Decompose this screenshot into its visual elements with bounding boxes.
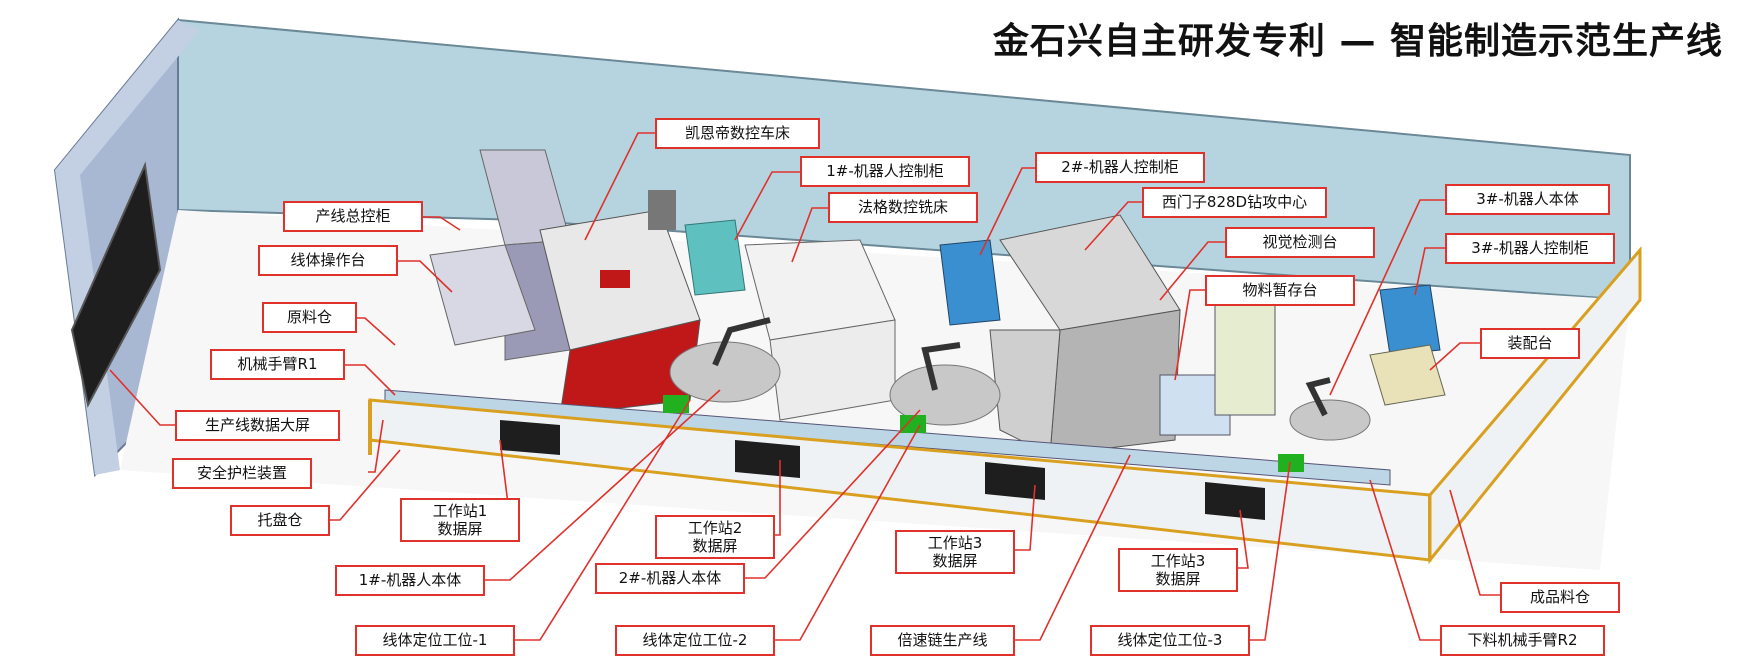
- robot1-cabinet: [684, 219, 746, 296]
- label-ws3b-screen: 工作站3 数据屏: [1118, 548, 1238, 592]
- label-robot1-cabinet: 1#-机器人控制柜: [800, 156, 970, 187]
- label-pallet-bin: 托盘仓: [230, 505, 330, 536]
- label-unload-arm-r2: 下料机械手臂R2: [1440, 625, 1605, 656]
- label-ws3b-screen-line2: 数据屏: [1155, 570, 1201, 588]
- assembly-table: [1369, 344, 1446, 406]
- page-title: 金石兴自主研发专利 — 智能制造示范生产线: [992, 21, 1723, 62]
- label-ws2-screen-line2: 数据屏: [692, 537, 738, 555]
- label-safety-fence: 安全护栏装置: [172, 458, 312, 489]
- label-kaien-lathe: 凯恩帝数控车床: [655, 118, 820, 149]
- label-ws1-screen: 工作站1 数据屏: [400, 498, 520, 542]
- robot2-arm: [921, 342, 961, 391]
- label-robot2-cabinet: 2#-机器人控制柜: [1035, 152, 1205, 183]
- label-robot3-body: 3#-机器人本体: [1445, 184, 1610, 215]
- label-ws2-screen-line1: 工作站2: [687, 519, 743, 537]
- label-ws3a-screen-line1: 工作站3: [927, 534, 983, 552]
- label-ws3a-screen-line2: 数据屏: [932, 552, 978, 570]
- label-line-console: 线体操作台: [258, 245, 398, 276]
- label-pos3: 线体定位工位-3: [1090, 625, 1250, 656]
- robot2-cabinet: [939, 239, 1001, 326]
- label-finished-bin: 成品料仓: [1500, 582, 1620, 613]
- label-ws1-screen-line1: 工作站1: [432, 502, 488, 520]
- robot3-arm: [1305, 377, 1331, 417]
- buffer-storage: [1214, 304, 1276, 416]
- data-big-screen: [70, 161, 162, 408]
- ws2-data-screen: [735, 440, 800, 478]
- ws1-data-screen: [500, 420, 560, 455]
- label-robot1-body: 1#-机器人本体: [335, 565, 485, 596]
- label-pos2: 线体定位工位-2: [615, 625, 775, 656]
- ws3a-data-screen: [985, 462, 1045, 500]
- pos2-station: [900, 415, 926, 433]
- line-console: [429, 244, 536, 346]
- callout-lines: [109, 132, 1500, 641]
- label-line-master-cabinet: 产线总控柜: [283, 201, 423, 232]
- robot1-arm: [712, 317, 771, 367]
- label-ws3a-screen: 工作站3 数据屏: [895, 530, 1015, 574]
- pos3-station: [1278, 454, 1304, 472]
- label-ws2-screen: 工作站2 数据屏: [655, 515, 775, 559]
- label-robot2-body: 2#-机器人本体: [595, 563, 745, 594]
- label-vision-station: 视觉检测台: [1225, 227, 1375, 258]
- label-assembly-table: 装配台: [1480, 328, 1580, 359]
- label-buffer-storage: 物料暂存台: [1205, 275, 1355, 306]
- label-raw-material-bin: 原料仓: [262, 302, 357, 333]
- robot3-cabinet: [1379, 284, 1441, 356]
- label-big-screen: 生产线数据大屏: [175, 410, 340, 441]
- ws3b-data-screen: [1205, 482, 1265, 520]
- label-arm-r1: 机械手臂R1: [210, 349, 345, 380]
- label-robot3-cabinet: 3#-机器人控制柜: [1445, 233, 1615, 264]
- robot2-platform: [889, 364, 1001, 426]
- label-speed-chain: 倍速链生产线: [870, 625, 1015, 656]
- robot1-platform: [669, 341, 781, 403]
- label-pos1: 线体定位工位-1: [355, 625, 515, 656]
- label-ws1-screen-line2: 数据屏: [437, 520, 483, 538]
- label-fage-mill: 法格数控铣床: [828, 192, 978, 223]
- label-ws3b-screen-line1: 工作站3: [1150, 552, 1206, 570]
- robot3-platform: [1289, 399, 1371, 441]
- pos1-station: [663, 395, 689, 413]
- label-siemens-center: 西门子828D钻攻中心: [1142, 187, 1327, 218]
